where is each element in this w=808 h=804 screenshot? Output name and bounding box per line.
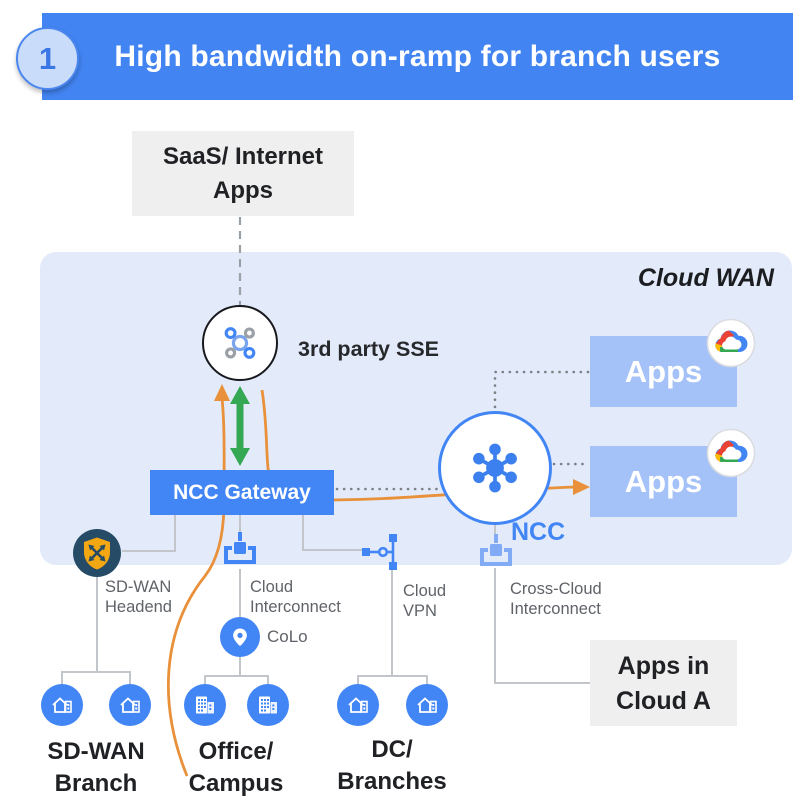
cross-cloud-interconnect-label: Cross-Cloud Interconnect [510,579,602,619]
house-building-icon [52,697,72,713]
sd-wan-headend-label: SD-WAN Headend [105,577,172,617]
colo-node [220,617,260,657]
cross-cloud-line1: Cross-Cloud [510,580,602,598]
title-banner: High bandwidth on-ramp for branch users [42,13,793,100]
cloud-vpn-icon [362,534,397,570]
sd-wan-branch-site-1 [41,684,83,726]
sd-wan-headend-icon [73,529,121,577]
sd-wan-branch-line1: SD-WAN [47,738,145,765]
apps-in-cloud-a-box: Apps in Cloud A [590,640,737,726]
dc-branches-site-2 [406,684,448,726]
sse-label: 3rd party SSE [298,337,439,361]
house-building-icon [348,697,368,713]
sd-wan-headend-line2: Headend [105,598,172,616]
google-cloud-logo-icon [706,318,756,368]
dc-branches-label: DC/ Branches [317,734,467,798]
dc-branches-site-1 [337,684,379,726]
dc-branches-line2: Branches [337,768,447,795]
saas-line1: SaaS/ Internet [162,143,324,170]
cloud-interconnect-icon [224,532,256,564]
banner-title: High bandwidth on-ramp for branch users [114,39,721,73]
apps1-label: Apps [624,353,703,389]
step-number-badge: 1 [16,27,79,90]
office-building-icon [196,696,214,714]
house-building-icon [417,697,437,713]
sd-wan-branch-label: SD-WAN Branch [21,736,171,800]
ncc-node [438,411,552,525]
hub-nodes-icon [224,327,256,359]
cloud-vpn-line1: Cloud [403,582,447,600]
cloud-interconnect-line1: Cloud [250,578,294,596]
apps-cloud-a-line2: Cloud A [616,687,711,715]
cross-cloud-interconnect-icon [480,534,512,566]
apps2-label: Apps [624,463,703,499]
office-campus-site-1 [184,684,226,726]
sd-wan-branch-line2: Branch [54,770,138,797]
location-pin-icon [233,628,247,647]
house-building-icon [120,697,140,713]
office-campus-line2: Campus [188,770,284,797]
dc-branches-line1: DC/ [371,736,413,763]
sse-node [202,305,278,381]
cloud-vpn-label: Cloud VPN [403,581,446,621]
ncc-gateway-node: NCC Gateway [150,470,334,515]
apps-cloud-a-line1: Apps in [617,652,710,680]
saas-internet-apps-box: SaaS/ Internet Apps [132,131,354,216]
office-campus-site-2 [247,684,289,726]
colo-label: CoLo [267,627,308,646]
google-cloud-logo-icon [706,428,756,478]
cross-cloud-line2: Interconnect [510,600,601,618]
ncc-gateway-label: NCC Gateway [173,480,311,504]
cloud-interconnect-line2: Interconnect [250,598,341,616]
cloud-interconnect-label: Cloud Interconnect [250,577,341,617]
step-number: 1 [38,40,57,76]
cloud-wan-label: Cloud WAN [637,264,774,292]
hub-spokes-icon [473,443,517,493]
office-campus-label: Office/ Campus [161,736,311,800]
sd-wan-headend-line1: SD-WAN [105,578,172,596]
sd-wan-branch-site-2 [109,684,151,726]
ncc-label: NCC [511,518,566,546]
saas-line2: Apps [213,177,273,204]
office-campus-line1: Office/ [198,738,274,765]
office-building-icon [259,696,277,714]
cloud-vpn-line2: VPN [403,602,437,620]
